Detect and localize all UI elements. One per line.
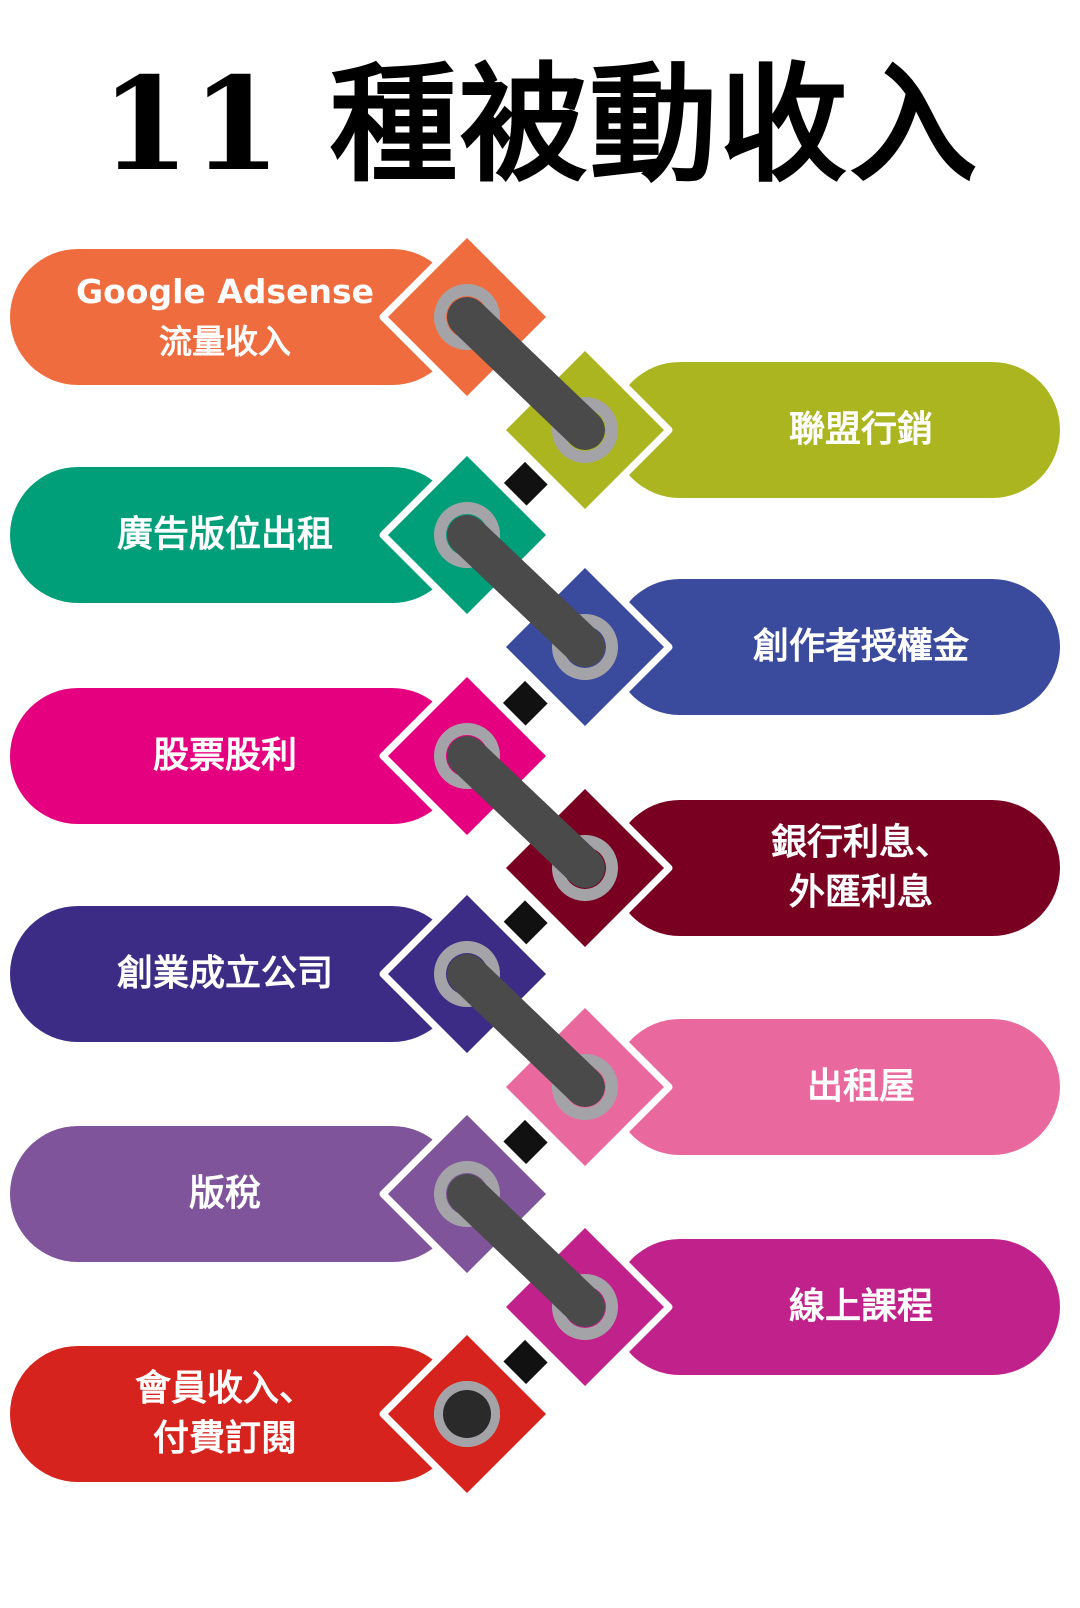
income-pill-6: 銀行利息、 外匯利息 [612,800,1060,936]
income-pill-2: 聯盟行銷 [612,362,1060,498]
income-label: 創業成立公司 [116,953,333,994]
chain-link [447,954,605,1107]
chain-link [447,297,605,450]
income-label: 會員收入、 付費訂閱 [134,1368,315,1459]
income-label: 版稅 [188,1173,261,1214]
page-title: 11 種被動收入 [100,50,980,200]
chain-link [447,515,605,667]
income-label: 創作者授權金 [752,626,969,667]
end-hole [443,1390,491,1438]
income-label: 出租屋 [806,1066,915,1107]
income-label: 聯盟行銷 [788,409,933,450]
income-pill-4: 創作者授權金 [612,579,1060,715]
income-label: 線上課程 [788,1286,933,1327]
income-pill-8: 出租屋 [612,1019,1060,1155]
chain-link [447,1174,605,1327]
income-label: 銀行利息、 外匯利息 [770,822,951,913]
income-label: Google Adsense 流量收入 [76,272,374,361]
income-label: 廣告版位出租 [116,514,333,555]
income-label: 股票股利 [152,735,297,776]
income-pill-10: 線上課程 [612,1239,1060,1375]
chain-link [447,736,605,888]
